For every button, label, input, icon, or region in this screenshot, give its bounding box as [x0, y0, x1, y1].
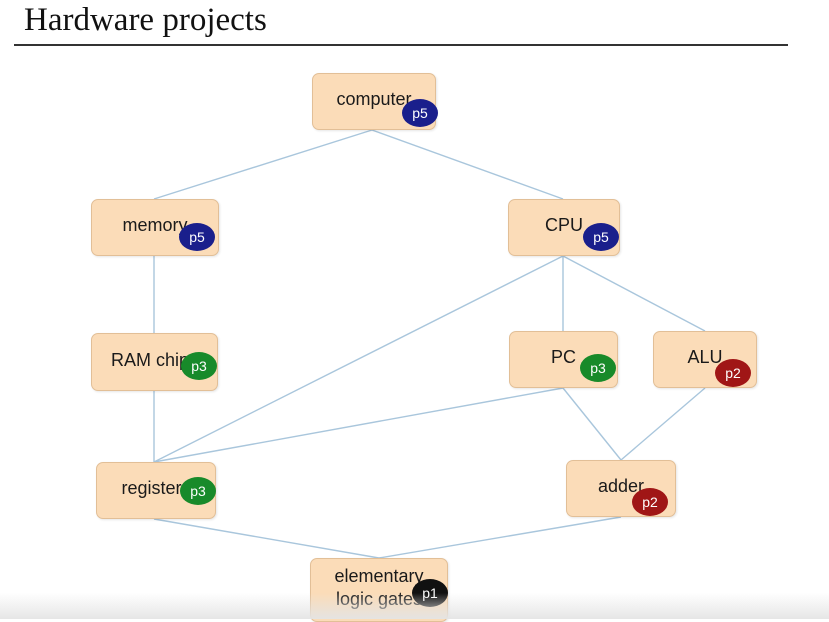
project-badge: p2: [715, 359, 751, 387]
project-badge: p2: [632, 488, 668, 516]
edge-computer-to-cpu: [371, 129, 564, 200]
edge-pc-to-registers: [153, 387, 564, 463]
node-ram-chips: RAM chips: [91, 333, 218, 391]
project-badge: p5: [583, 223, 619, 251]
edge-cpu-to-alu: [562, 255, 706, 332]
node-label: PC: [550, 347, 576, 367]
edge-registers-to-elementary-logic-gates: [153, 518, 380, 559]
title-divider: [14, 44, 788, 46]
project-badge: p3: [180, 477, 216, 505]
project-badge: p3: [580, 354, 616, 382]
project-badge: p5: [402, 99, 438, 127]
edge-alu-to-adder: [620, 387, 706, 461]
node-pc: PC: [509, 331, 618, 388]
bottom-fade: [0, 593, 829, 619]
node-label: memory: [122, 215, 188, 235]
node-label: adder: [597, 476, 645, 496]
edge-cpu-to-registers: [153, 255, 564, 463]
project-badge: p3: [181, 352, 217, 380]
node-label: registers: [121, 478, 191, 498]
node-label: ALU: [687, 347, 723, 367]
edge-computer-to-memory: [153, 129, 373, 200]
project-badge: p5: [179, 223, 215, 251]
node-label: CPU: [544, 215, 583, 235]
slide-title: Hardware projects: [24, 2, 267, 38]
edge-pc-to-adder: [562, 387, 622, 461]
edge-adder-to-elementary-logic-gates: [378, 516, 622, 559]
node-label: computer: [336, 89, 412, 109]
